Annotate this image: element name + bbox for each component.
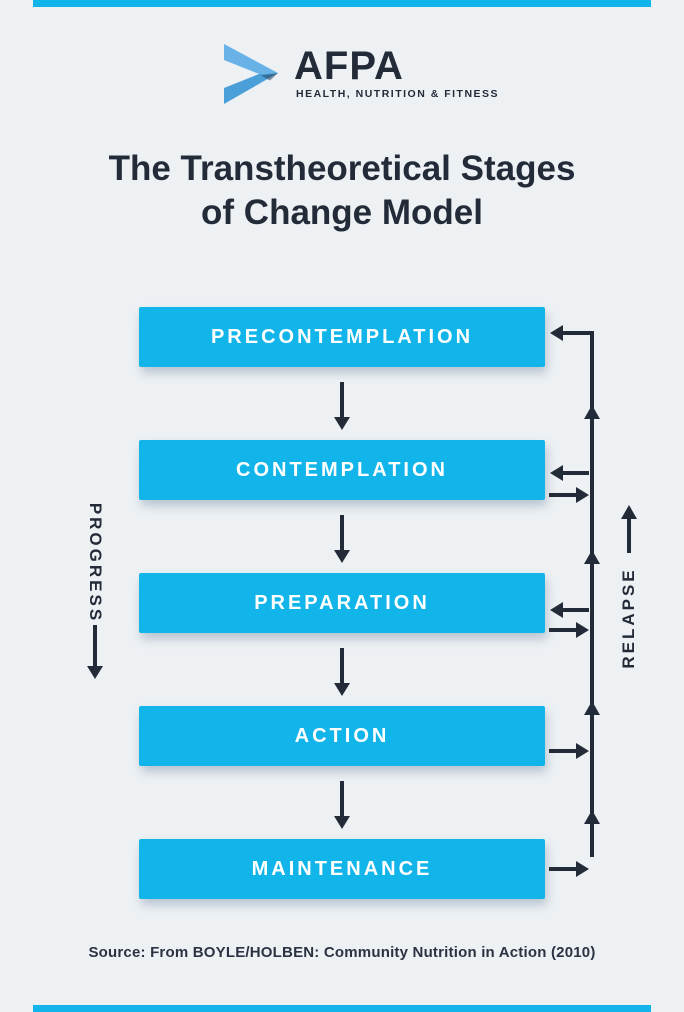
relapse-rail-up-arrowhead-2 (584, 550, 600, 564)
relapse-label: RELAPSE (619, 567, 638, 669)
top-accent-bar (33, 0, 651, 7)
bottom-accent-bar (33, 1005, 651, 1012)
stage-box-preparation: PREPARATION (139, 573, 545, 633)
page-title: The Transtheoretical Stages of Change Mo… (0, 147, 684, 235)
relapse-rail-up-arrowhead-1 (584, 405, 600, 419)
relapse-rail-up-arrowhead-4 (584, 810, 600, 824)
afpa-logo-wordmark: AFPA (294, 44, 404, 88)
page-title-line-2: of Change Model (201, 193, 483, 232)
progress-label: PROGRESS (86, 502, 105, 624)
afpa-logo-tagline: HEALTH, NUTRITION & FITNESS (296, 88, 500, 100)
afpa-logo-chevron-icon (224, 44, 278, 104)
source-caption: Source: From BOYLE/HOLBEN: Community Nut… (88, 944, 596, 961)
stage-box-precontemplation: PRECONTEMPLATION (139, 307, 545, 367)
relapse-rail-up-arrowhead-3 (584, 701, 600, 715)
page-title-line-1: The Transtheoretical Stages (108, 149, 576, 188)
stage-box-action: ACTION (139, 706, 545, 766)
stage-box-maintenance: MAINTENANCE (139, 839, 545, 899)
stage-box-contemplation: CONTEMPLATION (139, 440, 545, 500)
